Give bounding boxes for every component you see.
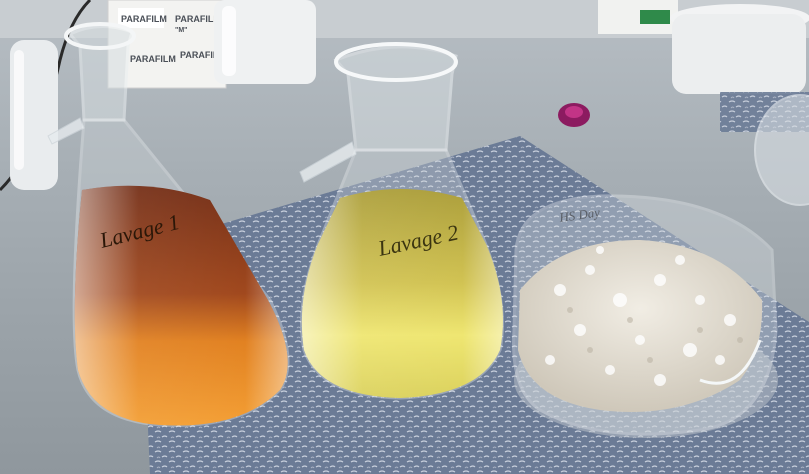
crystallizing-dish: HS Day — [512, 194, 778, 438]
flask-2: Lavage 2 — [299, 42, 504, 400]
box-brand-text-2: PARAFILM — [175, 14, 221, 24]
box-top-right — [598, 0, 678, 34]
purple-cap — [558, 103, 590, 127]
glass-dish-right-edge — [720, 92, 809, 206]
dish-label: HS Day — [557, 204, 601, 225]
box-brand-text-4: PARAFILM — [180, 50, 226, 60]
box-brand-text-3: PARAFILM — [130, 54, 176, 64]
box-brand-text-1: PARAFILM — [121, 14, 167, 24]
white-tub-right — [670, 4, 809, 94]
white-container-top — [214, 0, 316, 84]
box-mark-text: "M" — [175, 27, 187, 34]
white-bottle-left — [10, 40, 58, 190]
flask-1: Lavage 1 — [47, 22, 290, 428]
